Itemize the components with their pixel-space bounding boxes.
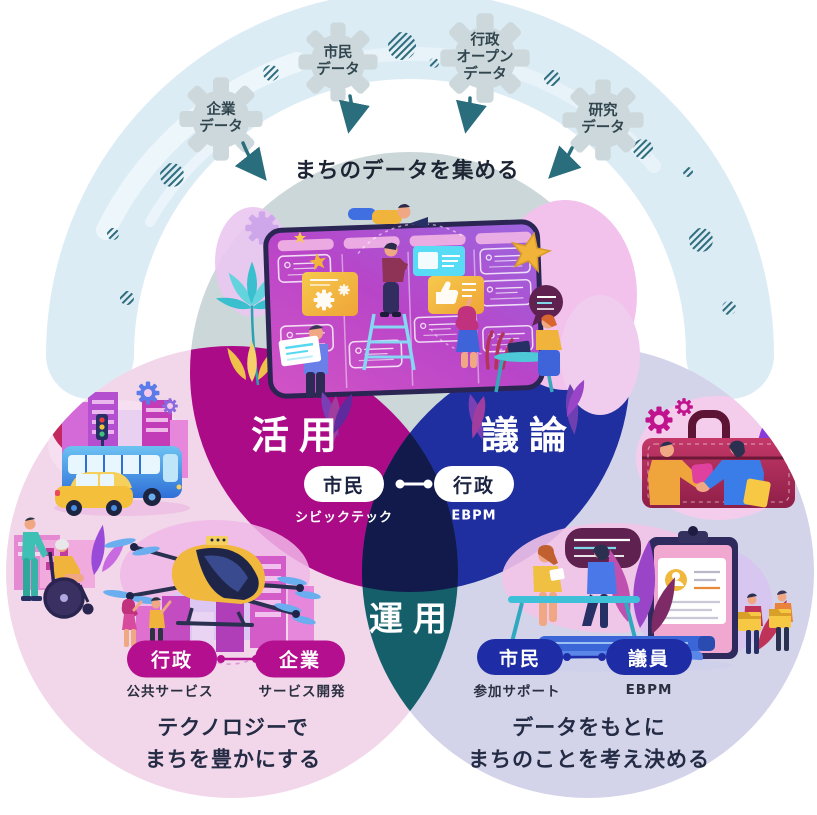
- data-ring: [46, 0, 774, 399]
- pill-connectors: [217, 479, 606, 663]
- plant: [214, 261, 290, 386]
- city-transit-scene: [41, 381, 190, 516]
- illustration-collect-data: [214, 200, 640, 448]
- illustration-decide: [502, 394, 809, 672]
- thumbs-up-icon: [436, 281, 459, 304]
- gear-label-line: データ: [463, 66, 507, 83]
- region-label-discuss: 議論: [480, 413, 578, 458]
- region-label-use: 活用: [250, 413, 348, 458]
- gear-label-line: データ: [199, 119, 243, 135]
- gear-label-research-data: 研究 データ: [581, 103, 625, 137]
- caption-line: まちを豊かにする: [144, 747, 322, 771]
- wheelchair-person: [43, 538, 94, 619]
- gear-label-line: データ: [316, 62, 360, 78]
- caption-technology: テクノロジーで まちを豊かにする: [145, 713, 321, 776]
- wheelchair-scene: [14, 517, 130, 619]
- caption-decide: データをもとに まちのことを考え決める: [468, 713, 710, 776]
- caption-line: テクノロジーで: [157, 715, 309, 740]
- table-people: [508, 544, 640, 643]
- gear-label-line: 市民: [323, 44, 353, 61]
- gear-label-gov-open-data: 行政 オープン データ: [456, 32, 513, 83]
- person-on-ladder: [362, 242, 416, 371]
- pill-center-citizen: 市民: [304, 466, 384, 502]
- drone-taxi: [103, 536, 321, 627]
- label-participation-support: 参加サポート: [473, 684, 561, 700]
- drone-taxi-scene: [103, 520, 321, 665]
- pill-right-citizen: 市民: [477, 639, 563, 675]
- handshake-scene: [636, 394, 809, 520]
- gear-label-line: オープン: [456, 49, 514, 66]
- person-reaching: [455, 298, 480, 368]
- pill-center-government: 行政: [434, 466, 514, 502]
- gear-label-line: データ: [581, 120, 625, 136]
- folder-carriers: [738, 590, 793, 654]
- illustration-technology: [14, 381, 321, 665]
- gear-label-line: 研究: [588, 102, 618, 119]
- gear-label-line: 行政: [470, 32, 500, 49]
- label-service-dev: サービス開発: [258, 684, 346, 700]
- label-public-service: 公共サービス: [126, 684, 214, 700]
- arrow-down-icon: [234, 94, 582, 181]
- label-ebpm-center: EBPM: [451, 508, 497, 524]
- person-lying-on-board: [348, 204, 428, 227]
- caption-line: まちのことを考え決める: [468, 747, 710, 771]
- handshake-people: [648, 440, 771, 508]
- gear-card: [302, 272, 358, 316]
- pill-left-government: 行政: [127, 640, 217, 678]
- caregiver: [21, 517, 48, 601]
- person-holding-card: [278, 325, 328, 398]
- speech-bubble: [529, 285, 563, 326]
- taxi-car: [55, 472, 133, 516]
- gear-icon: [136, 381, 178, 414]
- caption-line: データをもとに: [512, 715, 666, 740]
- thumbs-up-card: [428, 276, 484, 314]
- clipboard: [648, 526, 738, 659]
- gear-icon: [645, 398, 693, 434]
- pill-right-councilor: 議員: [606, 639, 692, 675]
- gear-label-corporate-data: 企業 データ: [199, 102, 243, 136]
- desk-scene: [485, 314, 562, 393]
- label-civictech: シビックテック: [294, 510, 394, 526]
- hatched-dot-icon: [107, 32, 736, 315]
- pill-left-corporate: 企業: [255, 640, 345, 678]
- title-collect-data: まちのデータを集める: [294, 158, 520, 184]
- region-label-operate: 運用: [369, 599, 457, 640]
- gear-label-citizen-data: 市民 データ: [316, 45, 360, 79]
- gear-label-line: 企業: [206, 101, 236, 118]
- label-ebpm-right: EBPM: [625, 682, 673, 698]
